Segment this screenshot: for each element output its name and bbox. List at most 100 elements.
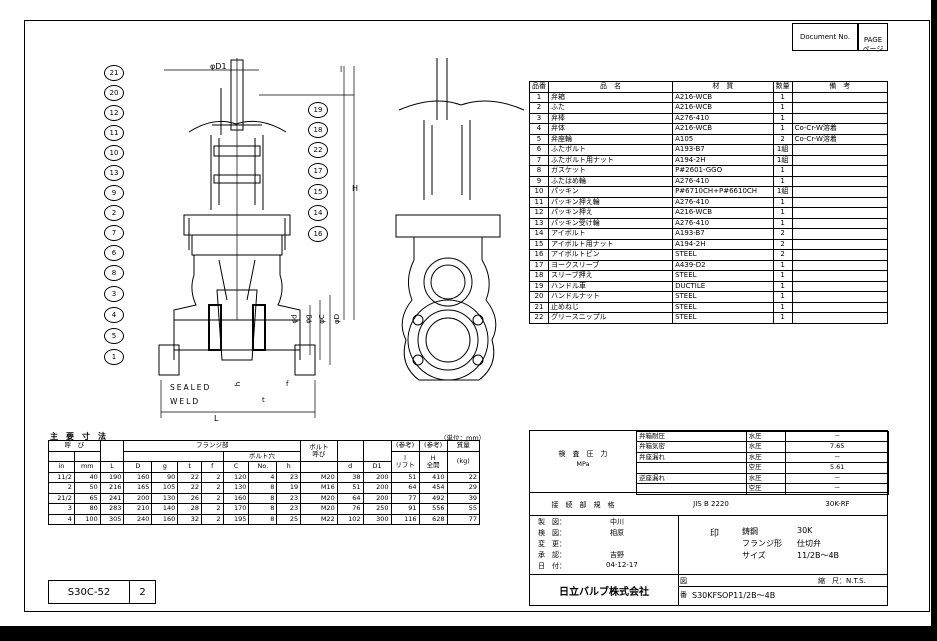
dims-cell: 51 [336, 482, 364, 494]
part-no: 2 [529, 102, 549, 114]
dims-cell: M20 [300, 471, 338, 483]
part-material: STEEL [672, 301, 774, 313]
part-remarks [791, 175, 889, 187]
part-qty: 2 [772, 133, 793, 145]
dims-cell: 29 [446, 482, 481, 494]
part-no: 15 [529, 238, 549, 250]
part-remarks [791, 238, 889, 250]
dims-h-nominal: 呼 び [48, 440, 101, 452]
part-material: STEEL [672, 312, 774, 324]
part-qty: 2 [772, 249, 793, 261]
dims-col: g [151, 461, 179, 473]
part-material: A276-410 [672, 175, 774, 187]
part-qty: 1 [772, 165, 793, 177]
dims-cell: 300 [362, 513, 392, 525]
part-qty: 1 [772, 259, 793, 271]
dim-label-h: h [234, 381, 243, 387]
part-material: A193-B7 [672, 144, 774, 156]
dims-cell: 140 [151, 503, 179, 515]
part-no: 13 [529, 217, 549, 229]
part-remarks: Co-Cr-W溶着 [791, 133, 889, 145]
drawing-code: S30C-52 [49, 581, 130, 603]
callout-bubble: 14 [308, 205, 328, 221]
dims-cell: 200 [123, 492, 153, 504]
part-remarks [791, 291, 889, 303]
dims-cell: 283 [99, 503, 125, 515]
dims-cell: 64 [390, 482, 420, 494]
connection-rating: 30K-RF [825, 500, 850, 508]
dims-col: t [177, 461, 202, 473]
inspection-test: 逆座漏れ [636, 472, 747, 484]
part-remarks [791, 154, 889, 166]
dims-cell: 77 [446, 513, 481, 525]
inspection-label: 検 査 圧 力 [558, 450, 608, 458]
part-no: 16 [529, 249, 549, 261]
sealed-label: SEALED [170, 383, 212, 392]
part-material: STEEL [672, 291, 774, 303]
dims-cell: 4 [248, 471, 278, 483]
part-no: 8 [529, 165, 549, 177]
col-part-no: 品番 [529, 81, 549, 93]
dims-h-bolt: ボルト 呼び [300, 440, 338, 462]
part-name: ふたはめ輪 [547, 175, 674, 187]
inspection-medium: 水圧 [745, 441, 787, 453]
dims-cell: 170 [222, 503, 250, 515]
part-no: 6 [529, 144, 549, 156]
part-name: 弁体 [547, 123, 674, 135]
dim-label-L: L [214, 414, 219, 423]
callout-bubble: 13 [104, 165, 124, 181]
part-name: アイボルト [547, 228, 674, 240]
callout-bubble: 6 [104, 245, 124, 261]
part-qty: 1 [772, 91, 793, 103]
dims-cell: 130 [151, 492, 179, 504]
checked-label: 検 図： [538, 529, 566, 537]
dims-cell: 492 [418, 492, 448, 504]
part-remarks [791, 144, 889, 156]
dim-label-phi-d1: φD1 [210, 62, 227, 71]
callout-bubble: 7 [104, 225, 124, 241]
dim-label-f: f [286, 380, 289, 388]
part-material: A276-410 [672, 196, 774, 208]
dims-cell: 65 [73, 492, 101, 504]
part-name: 止めねじ [547, 301, 674, 313]
inspection-medium: 水圧 [745, 430, 787, 442]
approved-label: 承 認： [538, 551, 566, 559]
dims-cell: 3 [48, 503, 75, 515]
part-material: A193-B7 [672, 228, 774, 240]
part-name: スリーブ押え [547, 270, 674, 282]
callout-bubble: 11 [104, 125, 124, 141]
dims-cell: 454 [418, 482, 448, 494]
part-no: 22 [529, 312, 549, 324]
dims-cell: 165 [123, 482, 153, 494]
dims-cell: 22 [177, 482, 202, 494]
part-name: アイボルトピン [547, 249, 674, 261]
callout-bubble: 17 [308, 163, 328, 179]
connection-standard: JIS B 2220 [693, 500, 729, 508]
dims-cell: 200 [362, 482, 392, 494]
dims-cell: 8 [248, 492, 278, 504]
part-no: 4 [529, 123, 549, 135]
dims-cell: 2 [200, 482, 224, 494]
scale-label: 縮 尺：N.T.S. [818, 577, 866, 585]
callout-bubble: 12 [104, 105, 124, 121]
drawing-number: S30KFSOP11/2B～4B [692, 591, 776, 600]
part-remarks [791, 312, 889, 324]
part-qty: 1 [772, 270, 793, 282]
part-qty: 1 [772, 175, 793, 187]
material-label: 鋳鋼 [742, 527, 758, 536]
dims-col: d [336, 461, 364, 473]
dims-cell: 76 [336, 503, 364, 515]
callouts-left: 21 20 12 11 10 13 9 2 7 6 8 3 4 5 1 [104, 65, 134, 365]
document-no-label: Document No. [799, 33, 851, 41]
